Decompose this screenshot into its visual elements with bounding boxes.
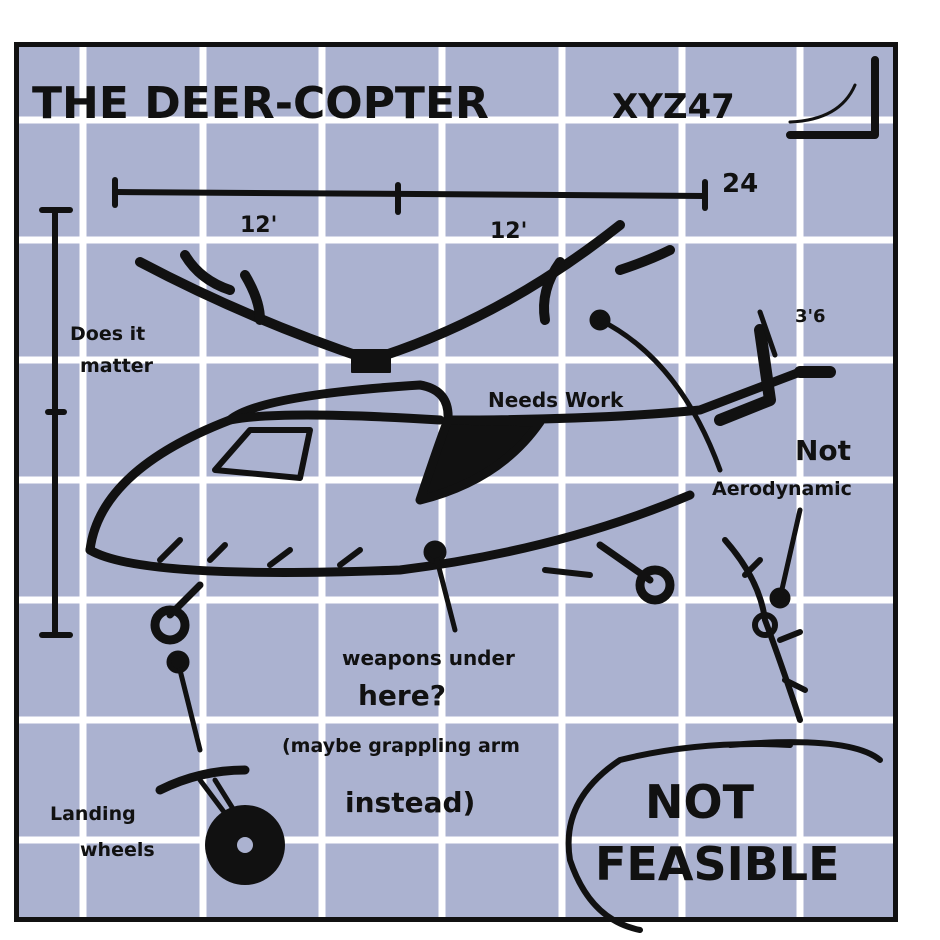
landing-note-line2: wheels xyxy=(80,839,155,861)
callout-pointers xyxy=(166,309,803,753)
landing-note-line1: Landing xyxy=(50,803,136,825)
copter-body xyxy=(85,309,836,578)
drawing-code: XYZ47 xyxy=(612,87,735,127)
grid-lines xyxy=(19,47,893,917)
antler-rotor xyxy=(135,220,675,373)
left-half-label: 12' xyxy=(240,213,277,238)
grappling-note-line1: (maybe grappling arm xyxy=(282,735,520,757)
front-view-sketch xyxy=(722,537,808,723)
page-title: THE DEER-COPTER xyxy=(32,78,489,129)
height-note-line1: Does it xyxy=(70,323,145,345)
signature-mark xyxy=(786,56,879,139)
tail-rotor-label: 3'6 xyxy=(795,306,826,327)
aero-note-line2: Aerodynamic xyxy=(712,478,852,500)
grappling-note-line2: instead) xyxy=(345,786,475,819)
verdict-line2: FEASIBLE xyxy=(595,837,840,891)
right-half-label: 12' xyxy=(490,219,527,244)
total-width-label: 24 xyxy=(722,169,758,199)
height-note-line2: matter xyxy=(80,355,154,377)
wheels xyxy=(150,541,675,885)
verdict-bubble xyxy=(565,739,883,933)
verdict-line1: NOT xyxy=(645,775,755,829)
needs-work-note: Needs Work xyxy=(488,388,624,412)
weapons-note-line2: here? xyxy=(358,679,446,712)
width-dimension-line xyxy=(112,177,708,215)
height-dimension-line xyxy=(39,207,73,638)
weapons-note-line1: weapons under xyxy=(342,646,515,670)
aero-note-line1: Not xyxy=(795,434,851,467)
